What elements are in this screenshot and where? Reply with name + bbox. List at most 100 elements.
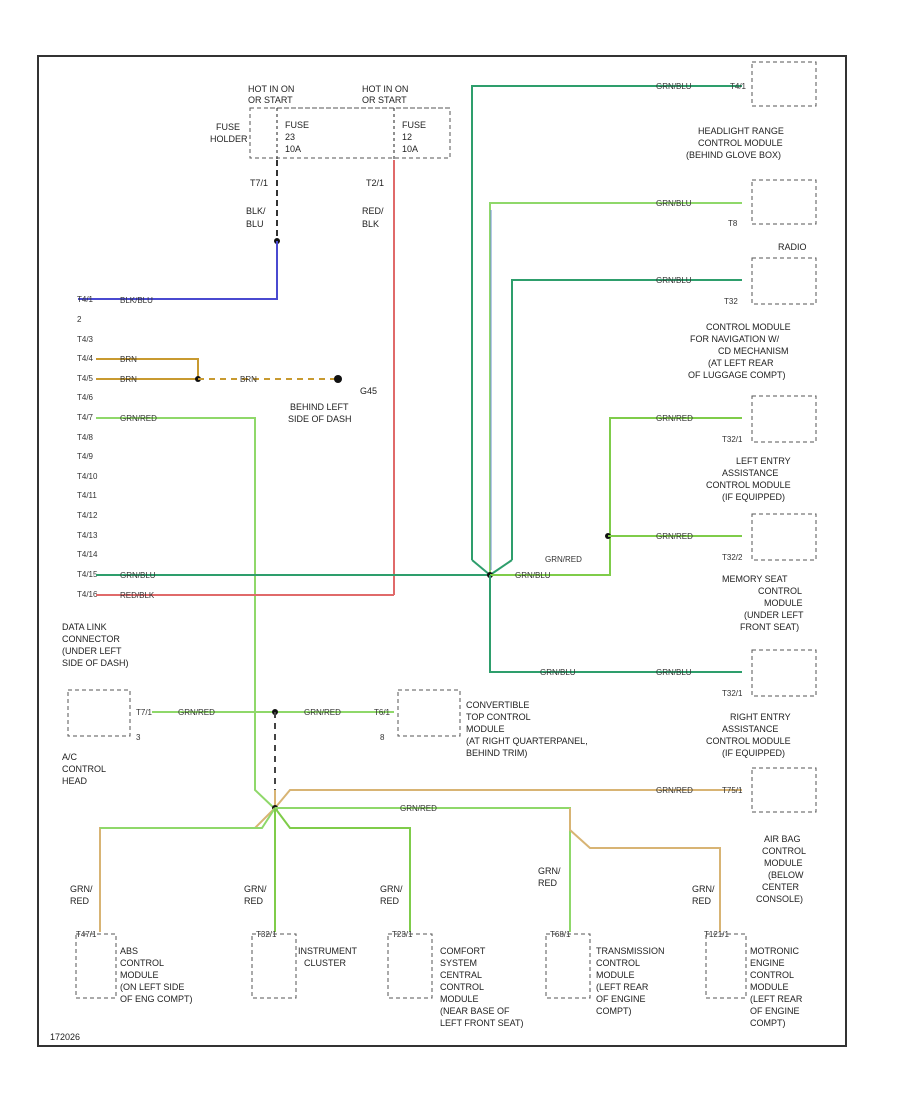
right-entry-label-1: RIGHT ENTRY bbox=[730, 712, 791, 722]
abs-label-2: CONTROL bbox=[120, 958, 164, 968]
airbag-label-4: (BELOW bbox=[768, 870, 804, 880]
dlc-pin-5: T4/5 bbox=[77, 374, 94, 383]
ac-convertible-section: T7/1 3 GRN/RED GRN/RED A/C CONTROL HEAD … bbox=[62, 689, 588, 800]
wire-to-transmission bbox=[275, 807, 571, 932]
wire-to-radio bbox=[489, 202, 742, 575]
data-link-connector: T4/1 2 T4/3 T4/4 T4/5 T4/6 T4/7 T4/8 T4/… bbox=[62, 295, 490, 809]
dlc-pin-10: T4/10 bbox=[77, 472, 98, 481]
airbag-pin: T75/1 bbox=[722, 786, 743, 795]
headlight-range-label-3: (BEHIND GLOVE BOX) bbox=[686, 150, 781, 160]
comfort-wire-2: RED bbox=[380, 896, 400, 906]
wire-to-right-entry bbox=[489, 575, 742, 673]
ground-desc-2: SIDE OF DASH bbox=[288, 414, 352, 424]
airbag-box bbox=[751, 767, 817, 813]
memory-seat-label-4: (UNDER LEFT bbox=[744, 610, 804, 620]
left-entry-label-1: LEFT ENTRY bbox=[736, 456, 791, 466]
diagram-id: 172026 bbox=[50, 1032, 80, 1042]
dlc-pin-11: T4/11 bbox=[77, 491, 97, 500]
wire-to-airbag bbox=[274, 789, 742, 809]
airbag-wire: GRN/RED bbox=[656, 786, 693, 795]
comfort-label-4: CONTROL bbox=[440, 982, 484, 992]
left-entry-label-4: (IF EQUIPPED) bbox=[722, 492, 785, 502]
power-section: HOT IN ON OR START HOT IN ON OR START FU… bbox=[78, 84, 451, 595]
airbag-label-5: CENTER bbox=[762, 882, 800, 892]
airbag-label-3: MODULE bbox=[764, 858, 803, 868]
dlc-wire-15-label: GRN/BLU bbox=[120, 571, 156, 580]
bottom-module-abs: GRN/ RED T47/1 ABS CONTROL MODULE (ON LE… bbox=[70, 884, 193, 1004]
wire-blk-blu-label-2: BLU bbox=[246, 219, 264, 229]
headlight-range-wire: GRN/BLU bbox=[656, 82, 692, 91]
conv-label-2: TOP CONTROL bbox=[466, 712, 531, 722]
pin-t2-1-label: T2/1 bbox=[366, 178, 384, 188]
ground-name: G45 bbox=[360, 386, 377, 396]
motronic-label-1: MOTRONIC bbox=[750, 946, 799, 956]
dlc-wire-5-label: BRN bbox=[120, 375, 137, 384]
headlight-range-label-2: CONTROL MODULE bbox=[698, 138, 783, 148]
cluster-wire-1: GRN/ bbox=[244, 884, 267, 894]
left-entry-pin: T32/1 bbox=[722, 435, 743, 444]
trans-wire-1: GRN/ bbox=[538, 866, 561, 876]
airbag-label-2: CONTROL bbox=[762, 846, 806, 856]
right-entry-box bbox=[751, 649, 817, 697]
right-side-network: GRN/RED GRN/BLU GRN/BLU T4/1 GRN/BLU HEA… bbox=[274, 61, 817, 904]
comfort-box bbox=[387, 933, 433, 999]
trans-label-3: MODULE bbox=[596, 970, 635, 980]
motronic-label-7: COMPT) bbox=[750, 1018, 786, 1028]
dlc-label-1: DATA LINK bbox=[62, 622, 107, 632]
headlight-range-pin: T4/1 bbox=[730, 82, 747, 91]
motronic-wire-2: RED bbox=[692, 896, 712, 906]
right-module-right-entry: T32/1 GRN/BLU RIGHT ENTRY ASSISTANCE CON… bbox=[656, 649, 817, 758]
abs-label-5: OF ENG COMPT) bbox=[120, 994, 193, 1004]
left-entry-label-2: ASSISTANCE bbox=[722, 468, 778, 478]
bottom-module-transmission: GRN/ RED T68/1 TRANSMISSION CONTROL MODU… bbox=[538, 866, 665, 1016]
trans-label-5: OF ENGINE bbox=[596, 994, 646, 1004]
trans-label-1: TRANSMISSION bbox=[596, 946, 665, 956]
wire-to-navigation bbox=[511, 279, 742, 560]
splice-wire-grn-blu-low-label: GRN/BLU bbox=[540, 668, 576, 677]
dlc-pin-2: 2 bbox=[77, 315, 82, 324]
dlc-wire-7-label: GRN/RED bbox=[120, 414, 157, 423]
dlc-pin-1: T4/1 bbox=[77, 295, 94, 304]
dlc-wire-16-label: RED/BLK bbox=[120, 591, 155, 600]
right-module-memory-seat: T32/2 GRN/RED MEMORY SEAT CONTROL MODULE… bbox=[656, 513, 817, 632]
comfort-label-7: LEFT FRONT SEAT) bbox=[440, 1018, 524, 1028]
wire-to-left-entry bbox=[490, 417, 742, 576]
dlc-label-2: CONNECTOR bbox=[62, 634, 120, 644]
dlc-pin-4: T4/4 bbox=[77, 354, 94, 363]
memory-seat-pin: T32/2 bbox=[722, 553, 743, 562]
conv-wire-label: GRN/RED bbox=[304, 708, 341, 717]
hot-label-left-2: OR START bbox=[248, 95, 293, 105]
wire-to-motronic bbox=[569, 808, 721, 932]
conv-label-4: (AT RIGHT QUARTERPANEL, bbox=[466, 736, 588, 746]
fuse-holder-box bbox=[249, 107, 451, 159]
cluster-label-1: INSTRUMENT bbox=[298, 946, 357, 956]
wire-grn-red-pin7 bbox=[96, 417, 275, 809]
fuse-23-label-3: 10A bbox=[285, 144, 301, 154]
memory-seat-box bbox=[751, 513, 817, 561]
trans-label-6: COMPT) bbox=[596, 1006, 632, 1016]
wire-to-abs-tan bbox=[99, 807, 276, 932]
splice-wire-grn-blu-label: GRN/BLU bbox=[515, 571, 551, 580]
conv-label-5: BEHIND TRIM) bbox=[466, 748, 527, 758]
dlc-pin-8: T4/8 bbox=[77, 433, 94, 442]
headlight-range-label-1: HEADLIGHT RANGE bbox=[698, 126, 784, 136]
dlc-label-4: SIDE OF DASH) bbox=[62, 658, 129, 668]
ground-g45-point bbox=[334, 375, 342, 383]
hot-label-left-1: HOT IN ON bbox=[248, 84, 294, 94]
radio-box bbox=[751, 179, 817, 225]
comfort-label-1: COMFORT bbox=[440, 946, 486, 956]
headlight-range-box bbox=[751, 61, 817, 107]
left-entry-box bbox=[751, 395, 817, 443]
motronic-label-4: MODULE bbox=[750, 982, 789, 992]
lower-bus: GRN/RED GRN/ RED T47/1 ABS CONTROL MODUL… bbox=[70, 804, 803, 1028]
wire-to-abs-green bbox=[100, 807, 276, 829]
comfort-label-5: MODULE bbox=[440, 994, 479, 1004]
motronic-label-6: OF ENGINE bbox=[750, 1006, 800, 1016]
dlc-pin-15: T4/15 bbox=[77, 570, 98, 579]
wire-to-comfort-system bbox=[274, 807, 411, 932]
hot-label-right-1: HOT IN ON bbox=[362, 84, 408, 94]
cluster-wire-2: RED bbox=[244, 896, 264, 906]
memory-seat-label-5: FRONT SEAT) bbox=[740, 622, 799, 632]
ac-pin-b: 3 bbox=[136, 733, 141, 742]
